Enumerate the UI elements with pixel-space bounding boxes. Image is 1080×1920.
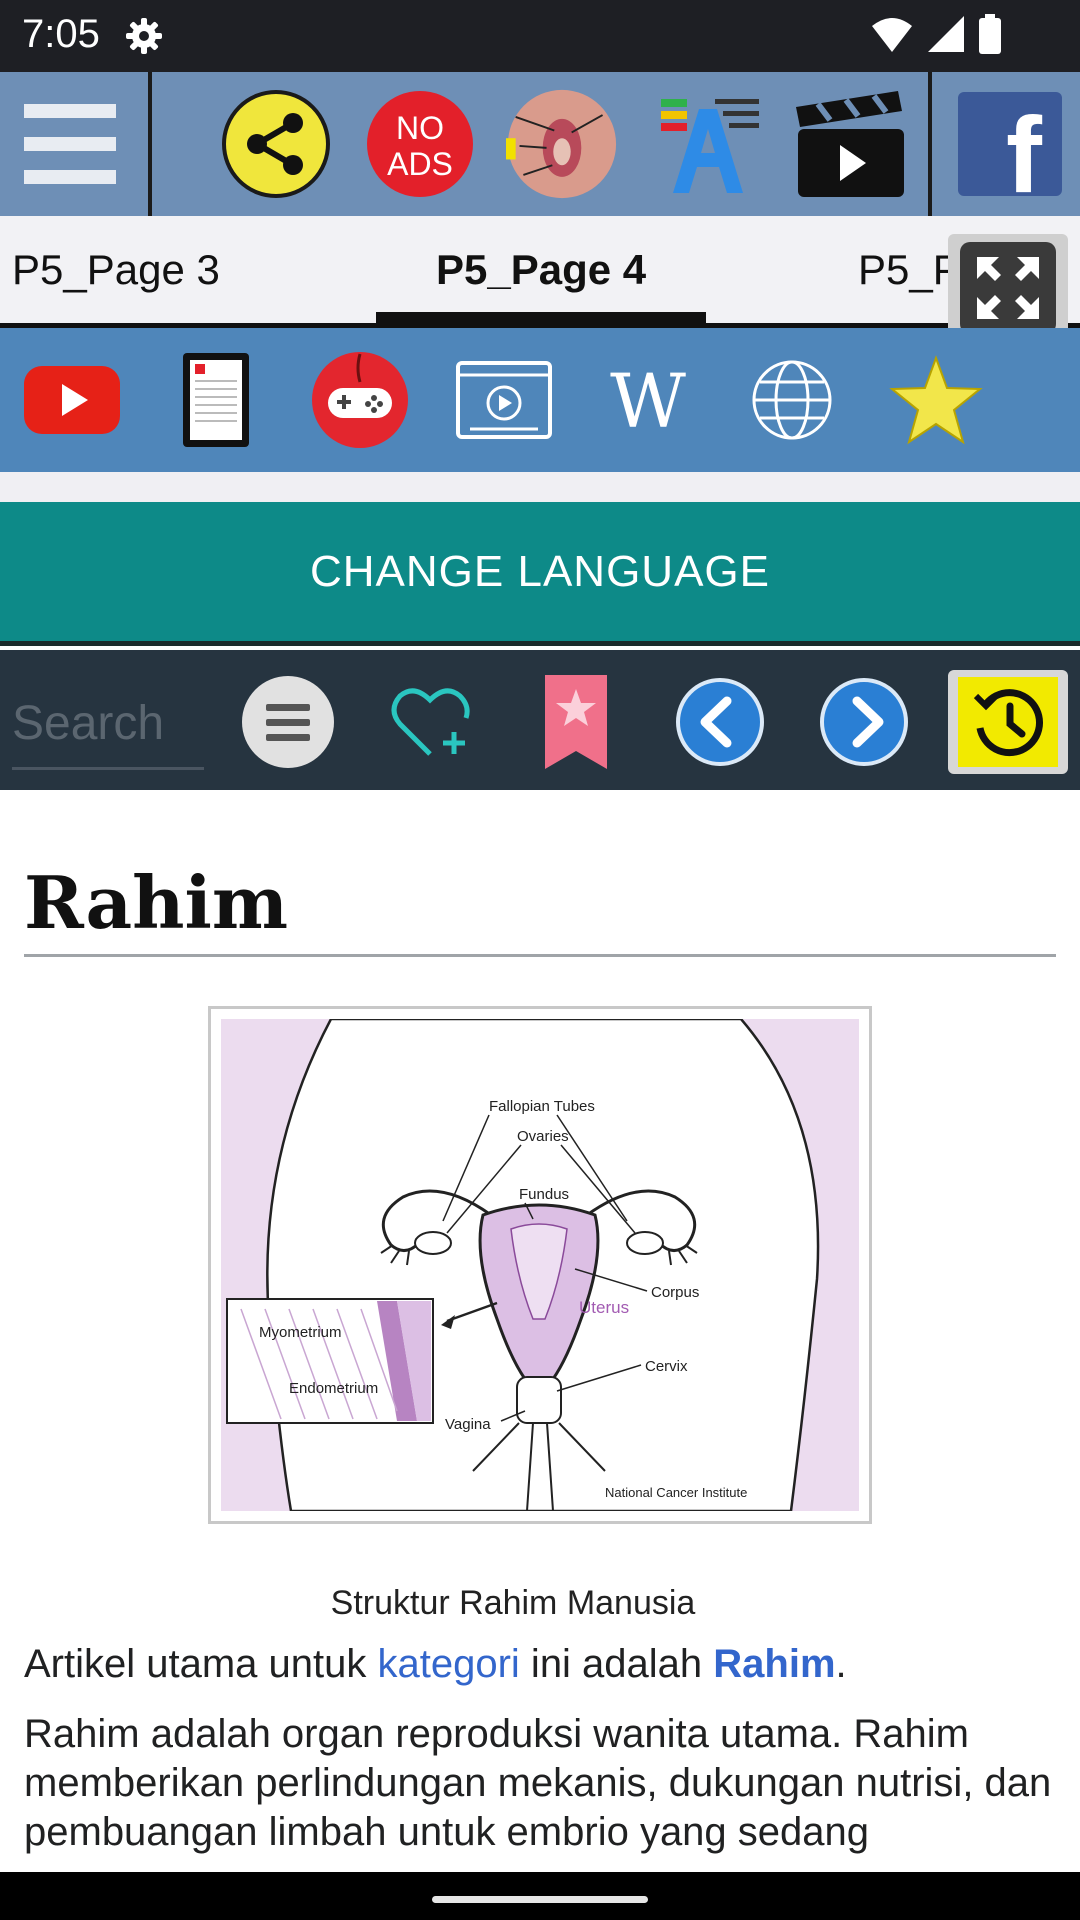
globe-icon[interactable] xyxy=(740,348,844,452)
intro-text-middle: ini adalah xyxy=(519,1642,714,1686)
active-tab-indicator xyxy=(376,312,706,324)
search-input[interactable] xyxy=(12,680,204,770)
status-time: 7:05 xyxy=(22,12,100,56)
forward-arrow-icon[interactable] xyxy=(814,672,914,772)
ebook-icon[interactable] xyxy=(164,348,268,452)
change-language-button[interactable]: CHANGE LANGUAGE xyxy=(0,502,1080,646)
list-menu-icon[interactable] xyxy=(238,672,338,772)
video-player-icon[interactable] xyxy=(452,348,556,452)
uterus-diagram-figure[interactable]: Fallopian Tubes Ovaries Fundus Corpus Ce… xyxy=(208,1006,872,1524)
facebook-icon[interactable]: f xyxy=(950,88,1070,200)
rahim-link[interactable]: Rahim xyxy=(713,1642,836,1686)
home-gesture-handle[interactable] xyxy=(432,1896,648,1903)
label-cervix: Cervix xyxy=(645,1358,688,1375)
favorite-add-icon[interactable] xyxy=(382,672,482,772)
game-controller-icon[interactable] xyxy=(308,348,412,452)
kategori-link[interactable]: kategori xyxy=(377,1642,520,1686)
label-credit: National Cancer Institute xyxy=(605,1485,747,1500)
back-arrow-icon[interactable] xyxy=(670,672,770,772)
media-bar xyxy=(0,328,1080,472)
facebook-letter: f xyxy=(1006,94,1043,200)
label-corpus: Corpus xyxy=(651,1284,699,1301)
label-fundus: Fundus xyxy=(519,1186,569,1203)
history-icon xyxy=(958,677,1058,767)
tab-p5-page-4[interactable]: P5_Page 4 xyxy=(436,246,647,293)
share-icon[interactable] xyxy=(220,88,332,200)
wikipedia-letter: W xyxy=(610,360,686,440)
anatomy-thumbnail-icon[interactable] xyxy=(506,88,618,200)
label-uterus: Uterus xyxy=(579,1298,629,1317)
no-ads-button[interactable]: NO ADS xyxy=(364,88,476,200)
status-bar: 7:05 xyxy=(0,0,1080,72)
page-tabs xyxy=(0,216,1080,328)
label-fallopian-tubes: Fallopian Tubes xyxy=(489,1098,595,1115)
toolbar-divider xyxy=(148,72,152,216)
label-endometrium: Endometrium xyxy=(289,1380,378,1397)
label-myometrium: Myometrium xyxy=(259,1324,342,1341)
youtube-icon[interactable] xyxy=(20,348,124,452)
article-body: Rahim adalah organ reproduksi wanita uta… xyxy=(24,1712,1052,1854)
wikipedia-icon[interactable]: W xyxy=(596,348,700,452)
label-ovaries: Ovaries xyxy=(517,1128,569,1145)
toolbar-divider xyxy=(928,72,932,216)
tab-p5-page-3[interactable]: P5_Page 3 xyxy=(12,246,220,293)
video-clapper-icon[interactable] xyxy=(794,88,906,200)
menu-icon[interactable] xyxy=(14,88,126,200)
no-ads-line2: ADS xyxy=(387,146,453,182)
history-button[interactable] xyxy=(948,670,1068,774)
cell-signal-icon xyxy=(926,14,966,59)
intro-text-after: . xyxy=(835,1642,847,1686)
label-vagina: Vagina xyxy=(445,1416,491,1433)
uterus-diagram: Fallopian Tubes Ovaries Fundus Corpus Ce… xyxy=(221,1019,859,1511)
intro-text-before: Artikel utama untuk xyxy=(24,1642,378,1686)
spacer xyxy=(0,472,1080,502)
tab-p5-page-5[interactable]: P5_P xyxy=(858,246,961,293)
settings-gear-icon xyxy=(124,16,164,61)
wifi-icon xyxy=(870,14,914,59)
article-title: Rahim xyxy=(24,860,289,945)
title-divider xyxy=(24,954,1056,957)
fullscreen-button[interactable] xyxy=(948,234,1068,342)
figure-caption: Struktur Rahim Manusia xyxy=(330,1584,696,1622)
battery-icon xyxy=(978,14,1002,59)
font-size-icon[interactable] xyxy=(652,88,764,200)
star-icon[interactable] xyxy=(884,348,988,452)
intro-paragraph: Artikel utama untuk kategori ini adalah … xyxy=(24,1642,847,1687)
no-ads-line1: NO xyxy=(396,110,444,146)
fullscreen-icon xyxy=(960,242,1056,334)
bookmark-icon[interactable] xyxy=(526,672,626,772)
